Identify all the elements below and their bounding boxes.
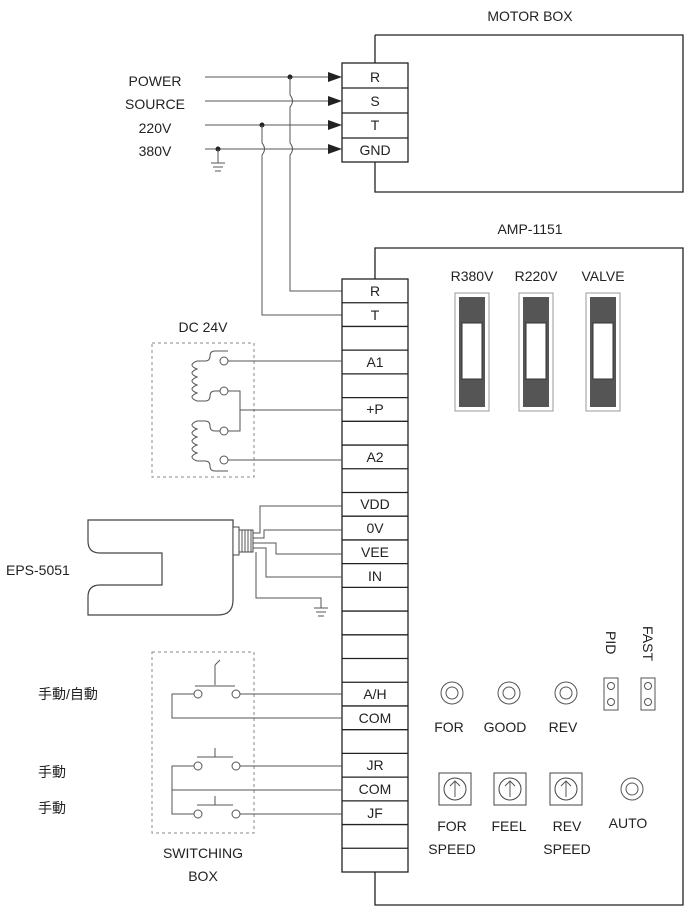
led-label-rev: REV — [548, 719, 578, 735]
amp-title: AMP-1151 — [497, 221, 563, 237]
amp-terminal-a1: A1 — [366, 354, 384, 371]
auto-label: AUTO — [608, 815, 648, 831]
motor-terminal-s: S — [370, 93, 380, 109]
motor-box-title: MOTOR BOX — [487, 8, 573, 24]
dc-box — [151, 342, 342, 478]
motor-box — [341, 34, 684, 193]
pot-label-for-speed: SPEED — [428, 841, 476, 857]
arrow-s — [328, 96, 342, 106]
amp-terminal-jr: JR — [366, 757, 384, 774]
switch-label-manual-jr: 手動 — [38, 764, 66, 780]
power-label: POWER — [128, 73, 182, 89]
amp-terminal-vdd: VDD — [360, 496, 390, 513]
arrow-gnd — [328, 144, 342, 154]
amp-terminal-com-1: COM — [358, 709, 392, 726]
sensor-label: EPS-5051 — [6, 562, 70, 578]
switching-box-label-2: BOX — [188, 868, 218, 884]
arrow-t — [328, 120, 342, 130]
amp-terminal-t: T — [370, 306, 380, 323]
amp-box — [341, 247, 684, 906]
amp-terminal-jf: JF — [367, 804, 383, 821]
amp-terminal-r: R — [369, 282, 381, 299]
motor-terminal-t: T — [370, 117, 380, 133]
voltage-220-label: 220V — [138, 120, 172, 136]
arrow-r — [328, 72, 342, 82]
amp-terminal-com-2: COM — [358, 780, 392, 797]
switch-label-auto-manual: 手動/自動 — [38, 686, 98, 702]
voltage-380-label: 380V — [138, 143, 172, 159]
switching-box — [151, 651, 342, 834]
motor-terminal-r: R — [369, 69, 381, 85]
jumper-label-pid: PID — [603, 631, 619, 655]
potentiometers — [438, 772, 644, 806]
led-label-good: GOOD — [483, 719, 527, 735]
dc-box-label: DC 24V — [178, 319, 228, 335]
amp-terminal-plus-p: +P — [366, 401, 384, 418]
amp-terminal-a-h: A/H — [363, 686, 387, 703]
switch-label-r220v: R220V — [514, 268, 558, 284]
eps-sensor — [87, 505, 342, 617]
jumper-label-fast: FAST — [640, 626, 656, 662]
switching-box-label-1: SWITCHING — [162, 845, 244, 861]
switch-label-r380v: R380V — [450, 268, 494, 284]
switch-label-valve: VALVE — [581, 268, 625, 284]
source-label: SOURCE — [125, 96, 185, 112]
pot-label-for: FOR — [437, 818, 467, 834]
led-label-for: FOR — [434, 719, 464, 735]
switch-label-manual-jf: 手動 — [38, 800, 66, 816]
amp-terminal-in: IN — [368, 567, 382, 584]
status-leds — [440, 681, 578, 705]
amp-terminal-0v: 0V — [366, 520, 384, 537]
motor-terminal-gnd: GND — [359, 142, 391, 158]
power-lines — [205, 72, 342, 316]
dip-switches — [454, 292, 621, 412]
amp-terminal-a2: A2 — [366, 448, 384, 465]
pot-label-feel: FEEL — [491, 818, 527, 834]
amp-terminal-vee: VEE — [360, 543, 390, 560]
pot-label-rev-speed: SPEED — [543, 841, 591, 857]
pot-label-rev: REV — [552, 818, 582, 834]
jumpers — [603, 677, 656, 711]
